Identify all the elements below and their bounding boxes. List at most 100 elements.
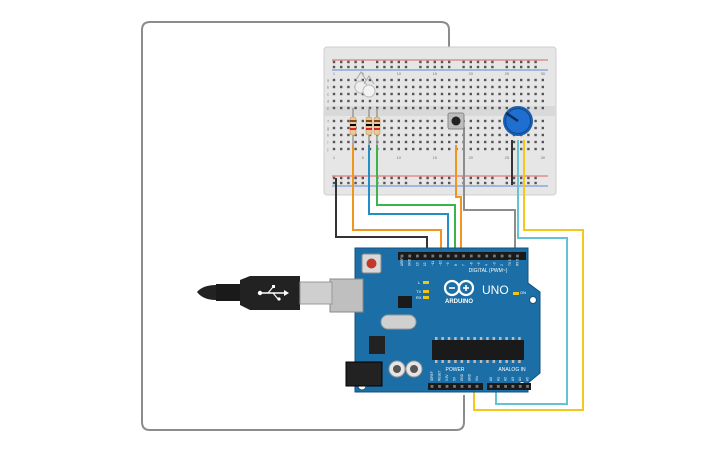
breadboard-hole [505, 85, 508, 89]
breadboard-hole [520, 78, 523, 82]
analog-pin-hole[interactable] [518, 385, 522, 388]
wire-gray-button[interactable] [463, 129, 516, 252]
rail-hole [491, 176, 494, 180]
digital-pin-hole[interactable] [446, 254, 450, 258]
breadboard-hole [332, 106, 336, 110]
power-pin-hole[interactable] [475, 385, 479, 388]
wire-orange-2[interactable] [455, 145, 462, 252]
analog-pin-hole[interactable] [496, 385, 500, 388]
breadboard-hole [347, 106, 350, 110]
breadboard-hole [433, 92, 436, 96]
wire-black[interactable] [335, 178, 428, 252]
breadboard-hole [498, 126, 501, 130]
digital-pin-hole[interactable] [516, 254, 519, 258]
rail-hole [440, 60, 444, 64]
digital-pin-hole[interactable] [508, 254, 512, 258]
breadboard-hole [541, 126, 544, 130]
digital-pin-hole[interactable] [477, 254, 481, 258]
breadboard-hole [534, 78, 537, 82]
column-label: 30 [541, 71, 546, 76]
digital-pin-hole[interactable] [454, 254, 458, 258]
reset-button[interactable] [361, 253, 382, 274]
chip-pin [467, 360, 470, 363]
resistor-2[interactable] [365, 108, 373, 145]
pushbutton[interactable] [447, 112, 465, 130]
wire-cyan[interactable] [495, 140, 568, 405]
breadboard-hole [340, 106, 343, 110]
breadboard-hole [440, 147, 444, 151]
rail-hole [340, 65, 343, 69]
breadboard-hole [426, 140, 429, 144]
wire-orange-1[interactable] [352, 145, 442, 252]
analog-pin-hole[interactable] [511, 385, 515, 388]
power-pin-hole[interactable] [468, 385, 471, 388]
breadboard-hole [354, 92, 357, 96]
rail-hole [426, 60, 429, 64]
breadboard-hole [520, 147, 523, 151]
breadboard-hole [383, 106, 386, 110]
breadboard-hole [440, 92, 444, 96]
breadboard-hole [332, 92, 336, 96]
column-label: 25 [505, 155, 510, 160]
breadboard-hole [448, 99, 451, 103]
breadboard-hole [469, 78, 472, 82]
rail-hole [347, 176, 350, 180]
digital-pin-hole[interactable] [500, 254, 504, 258]
digital-pin-hole[interactable] [439, 254, 442, 258]
digital-pin-hole[interactable] [423, 254, 427, 258]
power-pin-hole[interactable] [430, 385, 434, 388]
usb-cable[interactable] [197, 276, 333, 310]
wire-green[interactable] [376, 145, 456, 252]
breadboard-hole [340, 85, 343, 89]
power-pin-hole[interactable] [460, 385, 464, 388]
breadboard-hole [347, 78, 350, 82]
row-label: b [327, 85, 330, 90]
breadboard-hole [469, 92, 472, 96]
breadboard-hole [412, 119, 415, 123]
wire-blue[interactable] [368, 145, 449, 252]
digital-pin-hole[interactable] [416, 254, 419, 258]
arduino-uno-board[interactable]: ARDUINO UNO DIGITAL (PWM~) POWER ANALOG … [329, 247, 541, 393]
resistor-3[interactable] [373, 108, 381, 145]
breadboard-hole [498, 133, 501, 137]
rail-hole [376, 60, 379, 64]
rail-hole [527, 65, 530, 69]
digital-pin-hole[interactable] [469, 254, 473, 258]
analog-pin-hole[interactable] [504, 385, 507, 388]
wire-yellow-pot[interactable] [473, 140, 584, 411]
breadboard-hole [455, 78, 458, 82]
rail-hole [361, 65, 364, 69]
chip-pin [473, 360, 476, 363]
led-2[interactable] [362, 75, 376, 98]
breadboard-hole [412, 126, 415, 130]
rail-hole [397, 181, 400, 185]
breadboard-hole [433, 140, 436, 144]
analog-pin-hole[interactable] [489, 385, 493, 388]
power-pin-hole[interactable] [438, 385, 441, 388]
digital-pin-hole[interactable] [485, 254, 489, 258]
breadboard-hole [390, 147, 393, 151]
digital-pin-hole[interactable] [431, 254, 435, 258]
rail-hole [484, 60, 487, 64]
rail-hole [419, 60, 422, 64]
power-pin-hole[interactable] [453, 385, 456, 388]
digital-pin-hole[interactable] [493, 254, 496, 258]
breadboard-hole [332, 78, 336, 82]
rail-hole [332, 181, 336, 185]
analog-pin-hole[interactable] [526, 385, 529, 388]
power-pin-hole[interactable] [445, 385, 449, 388]
digital-pin-hole[interactable] [400, 254, 404, 258]
wire-gray-loop[interactable] [141, 21, 465, 431]
rail-hole [340, 176, 343, 180]
analog-pin-label: A0 [489, 377, 493, 381]
chip-pin [460, 337, 464, 340]
row-label: g [327, 126, 329, 131]
breadboard-hole [484, 133, 487, 137]
resistor-1[interactable] [349, 108, 357, 145]
digital-pin-hole[interactable] [408, 254, 412, 258]
breadboard-hole [448, 133, 451, 137]
potentiometer[interactable] [503, 106, 533, 136]
digital-pin-hole[interactable] [462, 254, 465, 258]
